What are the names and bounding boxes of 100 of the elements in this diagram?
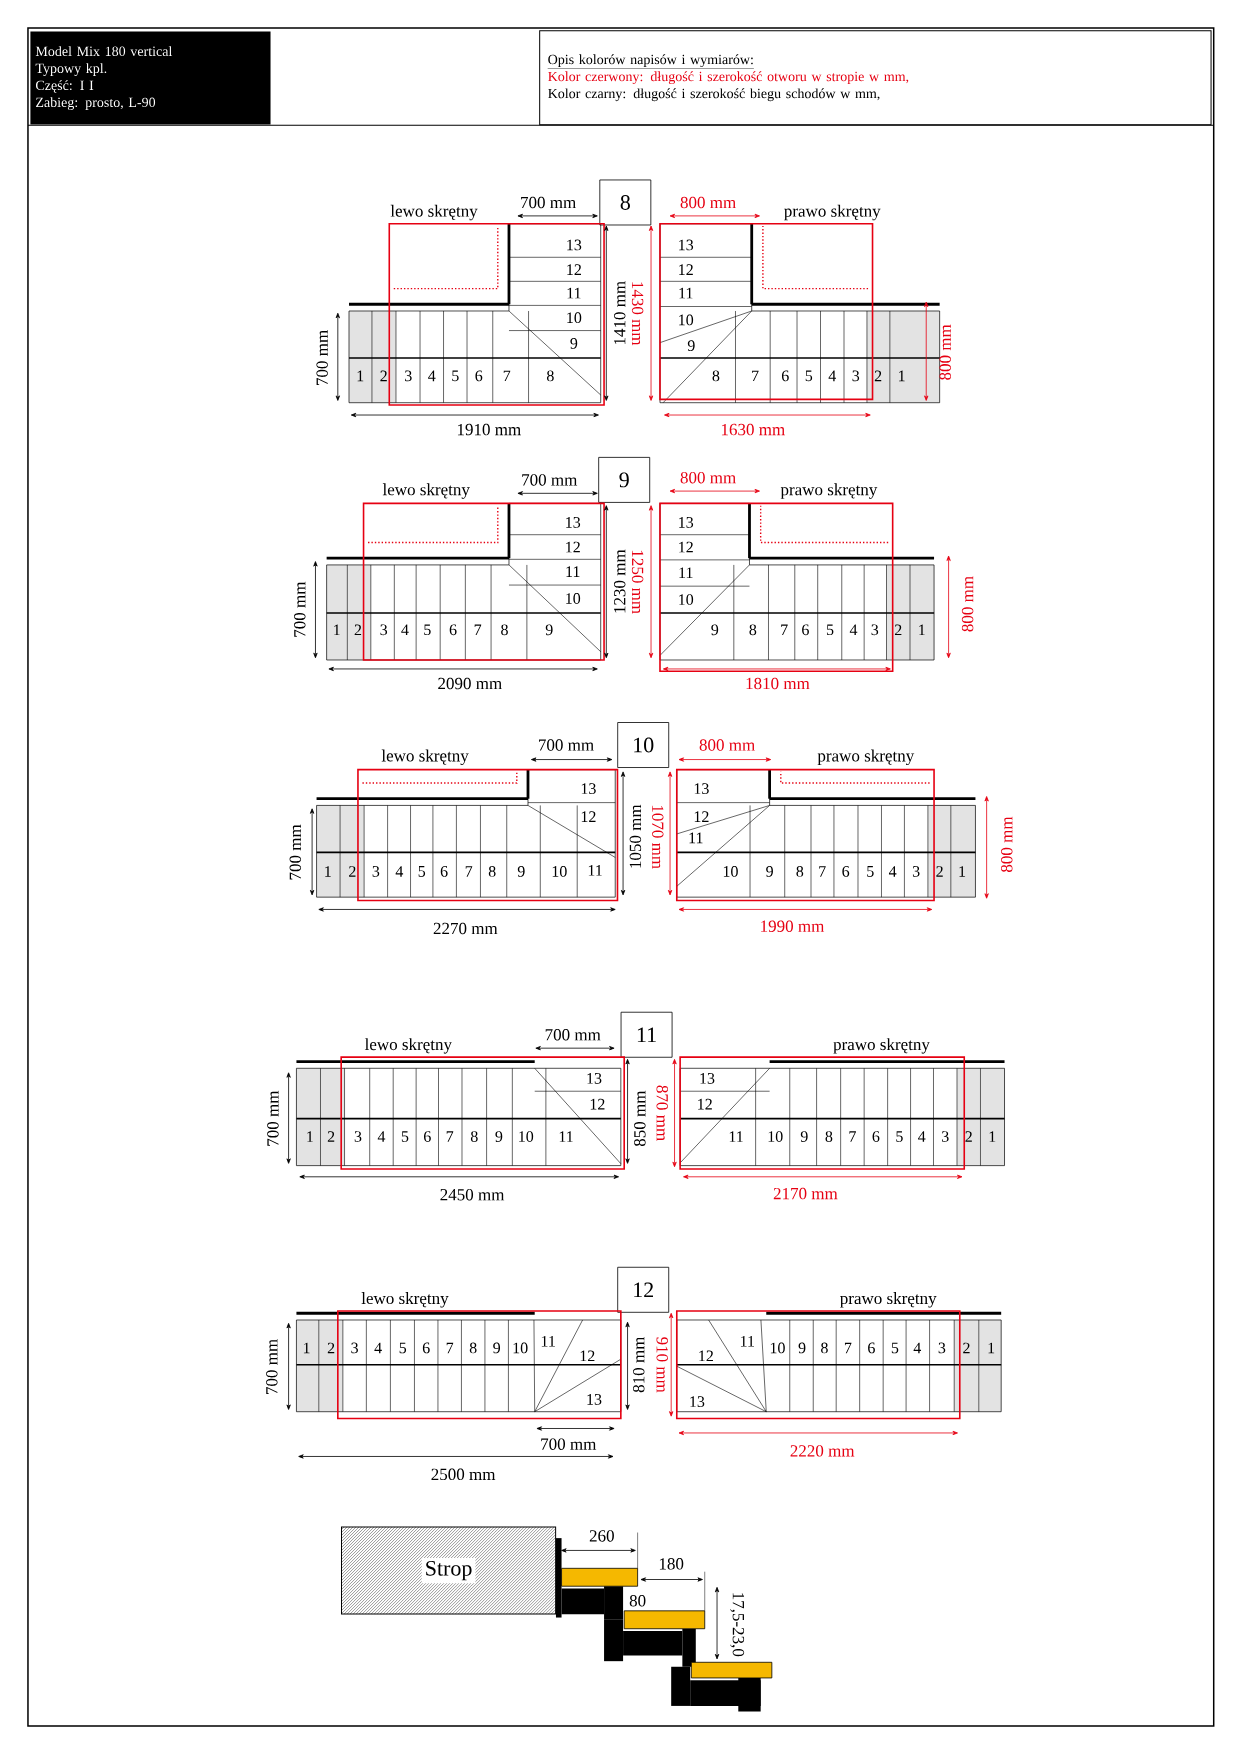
ceiling-block: Strop	[341, 1526, 557, 1615]
step-number: 6	[475, 370, 483, 382]
dimension-label: 700 mm	[266, 1339, 278, 1394]
number-box: 10	[617, 722, 670, 768]
dimension-label: 180	[660, 1558, 684, 1570]
step-number: 8	[501, 624, 509, 636]
step-number: 11	[679, 567, 693, 579]
dimension-label: 700 mm	[289, 824, 302, 880]
step-number: 5	[805, 370, 813, 382]
step-number: 13	[567, 239, 582, 251]
direction-label: lewo skrętny	[390, 204, 478, 221]
step-number: 8	[471, 1131, 478, 1142]
step-number: 9	[518, 866, 525, 877]
step-number: 5	[892, 1342, 899, 1354]
step-number: 4	[828, 370, 837, 382]
step-number: 10	[519, 1131, 534, 1142]
step-number: 8	[749, 624, 757, 636]
step-number: 7	[849, 1131, 857, 1142]
number-box: 9	[598, 457, 651, 503]
step-number: 3	[938, 1342, 946, 1354]
dimension-label: 2170 mm	[774, 1187, 838, 1200]
step-number: 13	[566, 517, 581, 528]
direction-label: prawo skrętny	[833, 1038, 931, 1054]
step-number: 13	[700, 1073, 715, 1084]
step-number: 12	[699, 1350, 714, 1362]
step-number: 10	[724, 866, 739, 877]
step-number: 10	[771, 1342, 786, 1354]
step-number: 9	[493, 1342, 501, 1354]
step-number: 3	[351, 1342, 359, 1354]
step-number: 5	[827, 624, 834, 636]
dimension-label: 1430 mm	[632, 282, 644, 346]
step-number: 12	[566, 541, 581, 553]
step-number: 10	[566, 593, 581, 604]
step-number: 11	[589, 865, 603, 876]
dimension-label: 800 mm	[680, 196, 737, 209]
dimension-label: 1810 mm	[746, 677, 810, 690]
step-number: 10	[567, 312, 582, 324]
dimension-label: 2090 mm	[438, 677, 503, 690]
step-number: 7	[446, 1342, 454, 1354]
step-number: 1	[325, 866, 331, 877]
step-number: 1	[959, 866, 966, 877]
step-number: 3	[852, 370, 860, 382]
direction-label: prawo skrętny	[817, 749, 915, 766]
step-number: 4	[913, 1342, 922, 1354]
dimension-label: 1410 mm	[614, 281, 626, 345]
step-number: 13	[587, 1394, 602, 1405]
dimension-label: 800 mm	[1001, 816, 1013, 873]
step-number: 11	[567, 287, 581, 299]
info-box: Model Mix 180 vertical Typowy kpl. Część: I I Zabieg: prosto, L-90	[30, 31, 271, 125]
step-number: 4	[401, 624, 409, 636]
step-number: 4	[378, 1131, 386, 1142]
step-number: 12	[679, 264, 694, 275]
dimension-label: 1630 mm	[722, 423, 786, 436]
step-number: 13	[679, 239, 694, 251]
step-number: 10	[768, 1131, 783, 1142]
step-number: 13	[679, 517, 694, 528]
step-number: 7	[474, 624, 482, 636]
step-number: 11	[542, 1335, 556, 1347]
step-number: 6	[449, 624, 457, 636]
step-number: 11	[679, 287, 693, 299]
step-number: 4	[395, 866, 404, 877]
step-number: 4	[850, 624, 858, 636]
step-number: 13	[690, 1396, 705, 1408]
step-number: 12	[590, 1098, 605, 1110]
step-number: 6	[424, 1131, 432, 1142]
step-number: 9	[688, 340, 695, 352]
step-number: 7	[845, 1342, 852, 1354]
dimension-label: 800 mm	[699, 739, 756, 751]
direction-label: lewo skrętny	[361, 1292, 449, 1308]
dimension-label: 1230 mm	[614, 549, 626, 613]
step-number: 2	[875, 370, 882, 382]
step-number: 13	[587, 1073, 602, 1084]
step-number: 12	[582, 811, 596, 822]
dimension-label: 700 mm	[316, 330, 329, 385]
step-number: 2	[965, 1131, 973, 1142]
step-number: 8	[470, 1342, 477, 1354]
step-number: 7	[465, 866, 473, 877]
step-number: 3	[913, 866, 920, 877]
dimension-label: 17,5-23,0	[730, 1593, 745, 1657]
step-number: 6	[872, 1131, 880, 1142]
step-number: 11	[566, 566, 580, 577]
step-number: 5	[452, 370, 459, 382]
step-number: 10	[552, 866, 567, 877]
number-box: 11	[620, 1011, 673, 1058]
step-number: 5	[402, 1131, 409, 1142]
step-number: 9	[801, 1131, 808, 1142]
step-number: 10	[513, 1342, 528, 1354]
step-number: 6	[842, 866, 850, 877]
direction-label: prawo skrętny	[780, 483, 878, 499]
direction-label: lewo skrętny	[383, 483, 471, 499]
dimension-label: 800 mm	[962, 576, 974, 632]
step-number: 2	[895, 624, 902, 636]
step-number: 1	[334, 624, 340, 636]
dimension-label: 1250 mm	[632, 550, 644, 614]
step-number: 3	[380, 624, 388, 636]
step-number: 3	[354, 1131, 362, 1142]
step-number: 2	[349, 866, 356, 877]
step-number: 8	[825, 1131, 833, 1142]
dimension-label: 260	[590, 1530, 615, 1542]
step-number: 6	[441, 866, 448, 877]
